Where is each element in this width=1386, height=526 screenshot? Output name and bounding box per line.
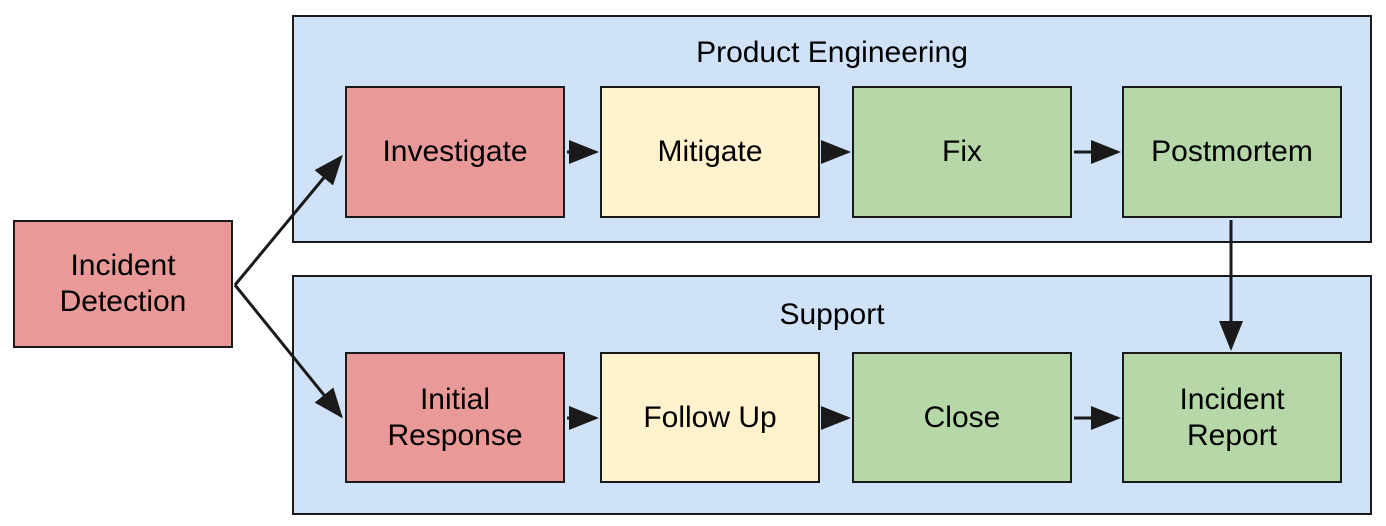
node-incident-detection[interactable]: Incident Detection xyxy=(13,220,233,348)
node-close[interactable]: Close xyxy=(852,352,1072,483)
swimlane-title-product-engineering: Product Engineering xyxy=(696,36,968,69)
node-postmortem[interactable]: Postmortem xyxy=(1122,86,1342,218)
node-investigate[interactable]: Investigate xyxy=(345,86,565,218)
node-mitigate[interactable]: Mitigate xyxy=(600,86,820,218)
node-initial-response[interactable]: Initial Response xyxy=(345,352,565,483)
node-fix[interactable]: Fix xyxy=(852,86,1072,218)
node-follow-up[interactable]: Follow Up xyxy=(600,352,820,483)
swimlane-title-support: Support xyxy=(779,298,885,331)
node-incident-report[interactable]: Incident Report xyxy=(1122,352,1342,483)
